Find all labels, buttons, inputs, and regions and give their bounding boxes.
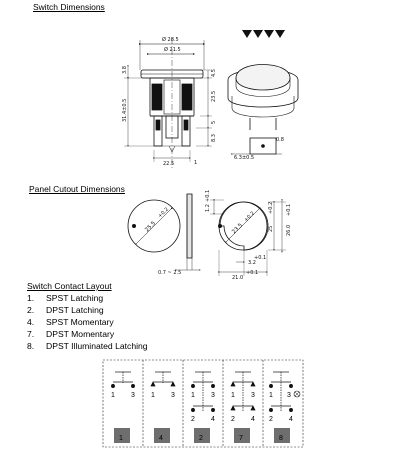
dim-right-b: 8.3 — [211, 134, 217, 142]
switch-dimensions-heading: Switch Dimensions — [33, 2, 105, 12]
dim-key-tol: +0.1 — [205, 190, 211, 202]
dim-bottom-s: 1 — [194, 160, 197, 166]
switch-3d-view — [227, 64, 299, 155]
list-item: 1.SPST Latching — [27, 293, 104, 303]
pin-label: 3 — [211, 392, 215, 399]
dim-cutout-dia2: 23.5 — [231, 222, 244, 235]
pin-label: 3 — [251, 392, 255, 399]
contact-number: 8 — [279, 435, 283, 442]
list-item: 4.SPST Momentary — [27, 317, 114, 328]
contact-number: 7 — [239, 435, 243, 442]
dim-bottom1: 3.2 — [248, 260, 256, 266]
dim-bottom2-tol: +0.1 — [246, 270, 258, 276]
list-item: 8.DPST Illuminated Latching — [27, 341, 148, 352]
orientation-arrows — [242, 30, 285, 38]
dim-terminal-thickness: 0.8 — [276, 137, 284, 143]
contact-layout-heading: Switch Contact Layout — [27, 281, 112, 291]
dim-left-side: 3.8 — [122, 66, 128, 74]
pin-label: 1 — [151, 392, 155, 399]
pin-label: 4 — [211, 416, 215, 423]
panel-cutout-left — [127, 199, 181, 253]
dim-top-width: Ø 28.5 — [162, 36, 179, 43]
pin-label: 3 — [171, 392, 175, 399]
pin-label: 1 — [269, 392, 273, 399]
list-item: 2.DPST Latching — [27, 305, 104, 316]
contact-diagram-8 — [269, 371, 301, 443]
pin-label: 1 — [111, 392, 115, 399]
dim-right-mid: 23.5 — [211, 91, 217, 102]
contact-diagram-2 — [191, 371, 215, 443]
dim-cutout-dia1-tol: +0.2 — [157, 207, 170, 220]
pin-label: 2 — [231, 416, 235, 423]
switch-front-view — [124, 38, 212, 170]
dim-terminal-width: 6.3±0.5 — [234, 155, 254, 161]
dim-cutout-dia1: 25.5 — [144, 220, 157, 233]
contact-diagram-grid — [102, 359, 304, 448]
dim-cutout-dia2-tol: +0.2 — [243, 211, 256, 224]
dim-right-top: 4.5 — [211, 69, 217, 77]
pin-label: 1 — [191, 392, 195, 399]
dim-right-v2-tol: +0.1 — [286, 204, 292, 216]
pin-label: 2 — [269, 416, 273, 423]
dim-bottom-width: 22.5 — [163, 161, 174, 167]
pin-label: 3 — [131, 392, 135, 399]
dim-top-inner: Ø 21.5 — [164, 46, 181, 53]
panel-cutout-right — [210, 199, 286, 276]
contact-number: 2 — [199, 435, 203, 442]
lamp-icon — [293, 390, 301, 398]
contact-diagram-4 — [150, 371, 176, 443]
pin-label: 4 — [251, 416, 255, 423]
contact-diagram-7 — [230, 371, 256, 443]
dim-right-a: 5 — [211, 121, 217, 124]
pin-label: 1 — [231, 392, 235, 399]
contact-number: 4 — [159, 435, 163, 442]
dim-right-v2: 26.0 — [286, 225, 292, 236]
panel-plate — [175, 193, 201, 271]
dim-bottom1-tol: +0.1 — [254, 255, 266, 261]
pin-label: 3 — [287, 392, 291, 399]
dim-right-v1-tol: +0.2 — [268, 202, 274, 214]
pin-label: 4 — [289, 416, 293, 423]
dim-bottom2: 21.0 — [232, 275, 243, 281]
panel-cutout-heading: Panel Cutout Dimensions — [29, 184, 125, 194]
contact-number: 1 — [119, 435, 123, 442]
contact-type-list: 1.SPST Latching 2.DPST Latching 4.SPST M… — [27, 292, 148, 352]
dim-panel-thickness: 0.7 ~ 2.5 — [158, 270, 181, 276]
list-item: 7.DPST Momentary — [27, 329, 115, 340]
dim-key: 1.2 — [205, 204, 211, 212]
dim-left-total: 31.4±0.5 — [122, 99, 128, 122]
dim-right-v1: 25 — [268, 226, 274, 232]
contact-diagram-1 — [111, 371, 135, 443]
pin-label: 2 — [191, 416, 195, 423]
